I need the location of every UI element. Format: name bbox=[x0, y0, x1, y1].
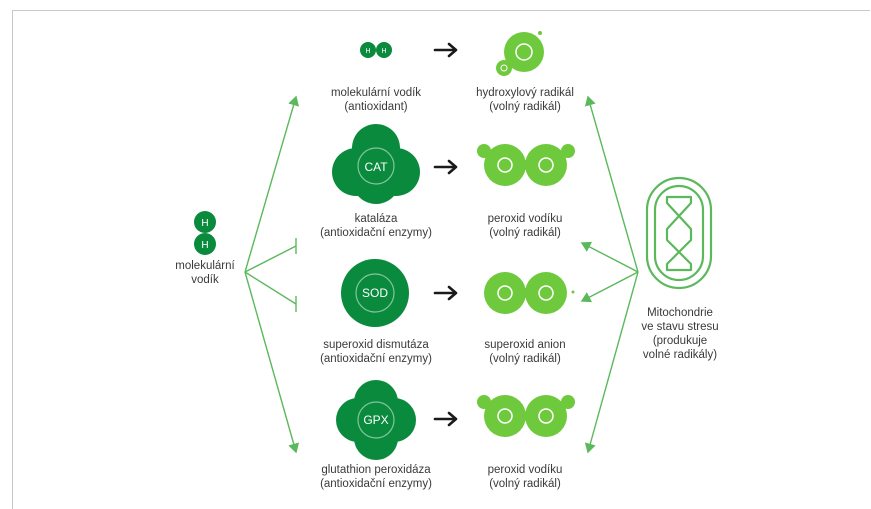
row2-antioxidant-sub: (antioxidační enzymy) bbox=[320, 227, 432, 239]
row3-radical-sub: (volný radikál) bbox=[489, 353, 561, 365]
row4-radical-sub: (volný radikál) bbox=[489, 478, 561, 490]
row4-radical-label: peroxid vodíku (volný radikál) bbox=[450, 463, 600, 491]
row2-radical-label: peroxid vodíku (volný radikál) bbox=[450, 212, 600, 240]
row1-antioxidant-label: molekulární vodík (antioxidant) bbox=[296, 86, 456, 114]
source-h2-molecule: H H bbox=[194, 211, 216, 255]
gpx-enzyme-molecule: GPX bbox=[336, 380, 416, 460]
row3-radical-name: superoxid anion bbox=[484, 339, 566, 351]
row2-radical-name: peroxid vodíku bbox=[487, 213, 563, 225]
row3-antioxidant-name: superoxid dismutáza bbox=[323, 339, 429, 351]
row3-antioxidant-label: superoxid dismutáza (antioxidační enzymy… bbox=[296, 338, 456, 366]
peroxide-molecule-2 bbox=[477, 395, 575, 437]
source-connectors bbox=[244, 95, 300, 454]
row4-antioxidant-sub: (antioxidační enzymy) bbox=[320, 478, 432, 490]
row1-radical-sub: (volný radikál) bbox=[489, 101, 561, 113]
cat-label: CAT bbox=[364, 160, 388, 174]
reaction-arrows bbox=[433, 42, 458, 427]
connector-to-h2 bbox=[244, 95, 300, 273]
figure-frame bbox=[12, 10, 870, 509]
row1-radical-label: hydroxylový radikál (volný radikál) bbox=[450, 86, 600, 114]
source-atom-h-bottom: H bbox=[201, 240, 208, 251]
row3-radical-label: superoxid anion (volný radikál) bbox=[450, 338, 600, 366]
mito-to-superoxide bbox=[580, 271, 639, 303]
superoxide-molecule bbox=[484, 272, 575, 314]
sod-label: SOD bbox=[362, 286, 388, 300]
row1-radical-name: hydroxylový radikál bbox=[476, 87, 574, 99]
gpx-label: GPX bbox=[363, 413, 388, 427]
mito-to-hydroxyl bbox=[584, 95, 639, 273]
connector-to-sod bbox=[244, 271, 297, 305]
reaction-arrow-icon-3 bbox=[433, 285, 458, 301]
mitochondria-label: Mitochondrie ve stavu stresu (produkuje … bbox=[641, 307, 719, 361]
row2-antioxidant-label: kataláza (antioxidační enzymy) bbox=[296, 212, 456, 240]
reaction-arrow-icon-4 bbox=[433, 411, 458, 427]
row1-antioxidant-sub: (antioxidant) bbox=[344, 101, 408, 113]
reaction-arrow-icon-1 bbox=[433, 42, 458, 58]
h2-atom-right: H bbox=[381, 48, 386, 55]
sod-enzyme-molecule: SOD bbox=[341, 259, 409, 327]
connector-to-gpx bbox=[244, 271, 300, 454]
row2-radical-sub: (volný radikál) bbox=[489, 227, 561, 239]
row4-antioxidant-name: glutathion peroxidáza bbox=[321, 464, 431, 476]
row2-antioxidant-name: kataláza bbox=[354, 213, 398, 225]
hydroxyl-radical-molecule bbox=[496, 31, 544, 76]
source-label: molekulární vodík bbox=[175, 260, 235, 286]
mito-to-peroxide2 bbox=[584, 271, 639, 454]
source-atom-h-top: H bbox=[201, 218, 208, 229]
row4-antioxidant-label: glutathion peroxidáza (antioxidační enzy… bbox=[296, 463, 456, 491]
reaction-arrow-icon-2 bbox=[433, 159, 458, 175]
cat-enzyme-molecule: CAT bbox=[332, 124, 420, 204]
mitochondrion-icon bbox=[645, 176, 713, 290]
connector-to-cat bbox=[244, 245, 297, 273]
row1-antioxidant-name: molekulární vodík bbox=[330, 87, 422, 99]
h2-atom-left: H bbox=[365, 48, 370, 55]
mito-to-peroxide1 bbox=[580, 241, 639, 273]
mitochondria-connectors bbox=[580, 95, 639, 454]
peroxide-molecule-1 bbox=[477, 144, 575, 186]
row3-antioxidant-sub: (antioxidační enzymy) bbox=[320, 353, 432, 365]
row4-radical-name: peroxid vodíku bbox=[487, 464, 563, 476]
h2-antioxidant-molecule: H H bbox=[360, 42, 392, 58]
